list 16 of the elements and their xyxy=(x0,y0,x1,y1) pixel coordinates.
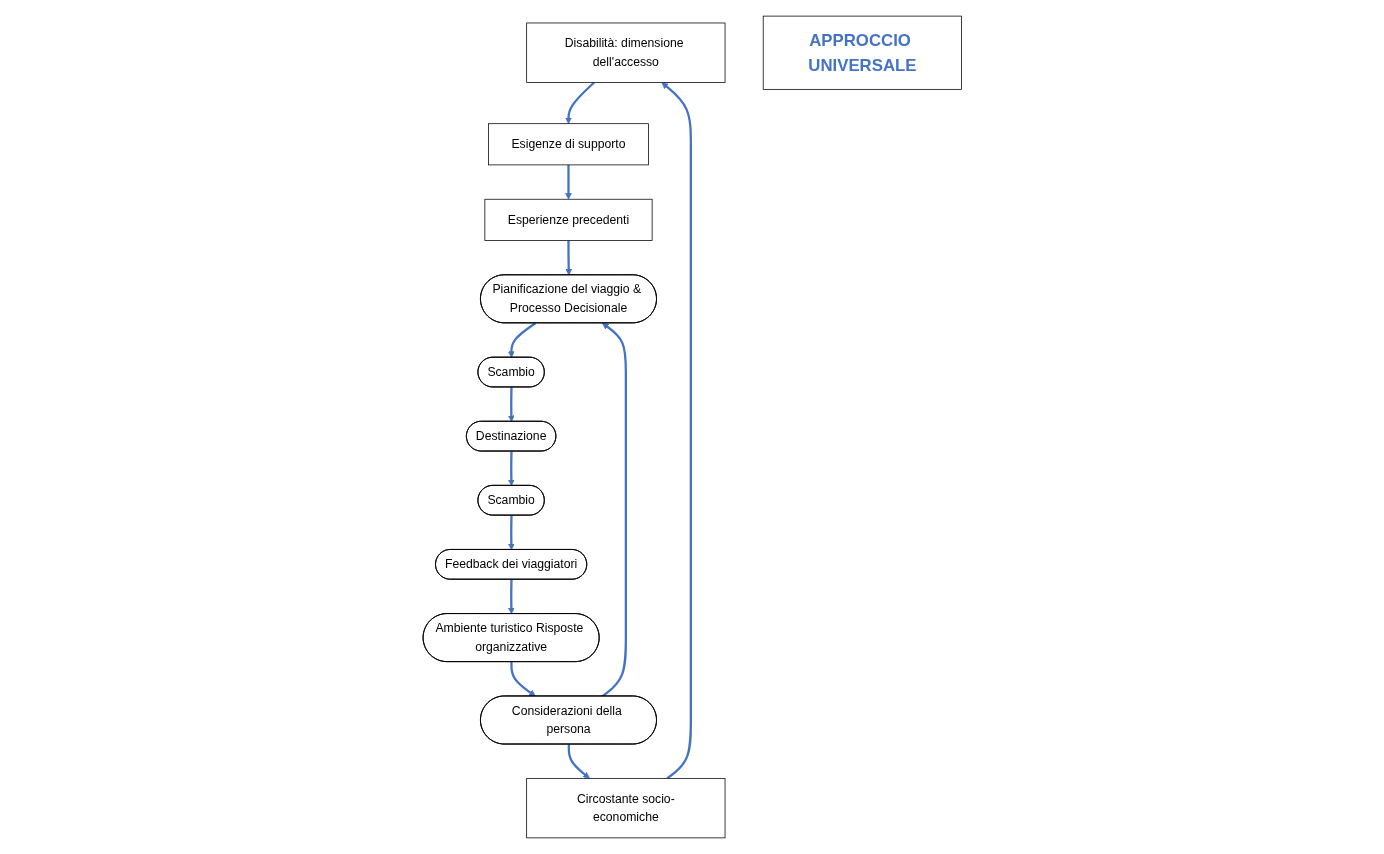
node-box: Esperienze precedenti xyxy=(484,198,653,241)
arrow xyxy=(507,322,536,358)
arrow xyxy=(565,240,572,276)
arrow xyxy=(564,164,572,200)
node-box: Disabilità: dimensione dell'accesso xyxy=(525,22,726,83)
arrow xyxy=(507,515,515,551)
node-box: APPROCCIO UNIVERSALE xyxy=(762,15,962,90)
arrow xyxy=(507,579,515,615)
arrow xyxy=(509,661,536,697)
arrow xyxy=(661,82,692,780)
arrow xyxy=(564,81,595,124)
node-box: Circostante socio-economiche xyxy=(525,778,726,839)
arrow xyxy=(507,451,515,487)
arrow xyxy=(567,744,590,779)
arrow xyxy=(507,387,515,422)
node-box: Esigenze di supporto xyxy=(487,123,649,166)
